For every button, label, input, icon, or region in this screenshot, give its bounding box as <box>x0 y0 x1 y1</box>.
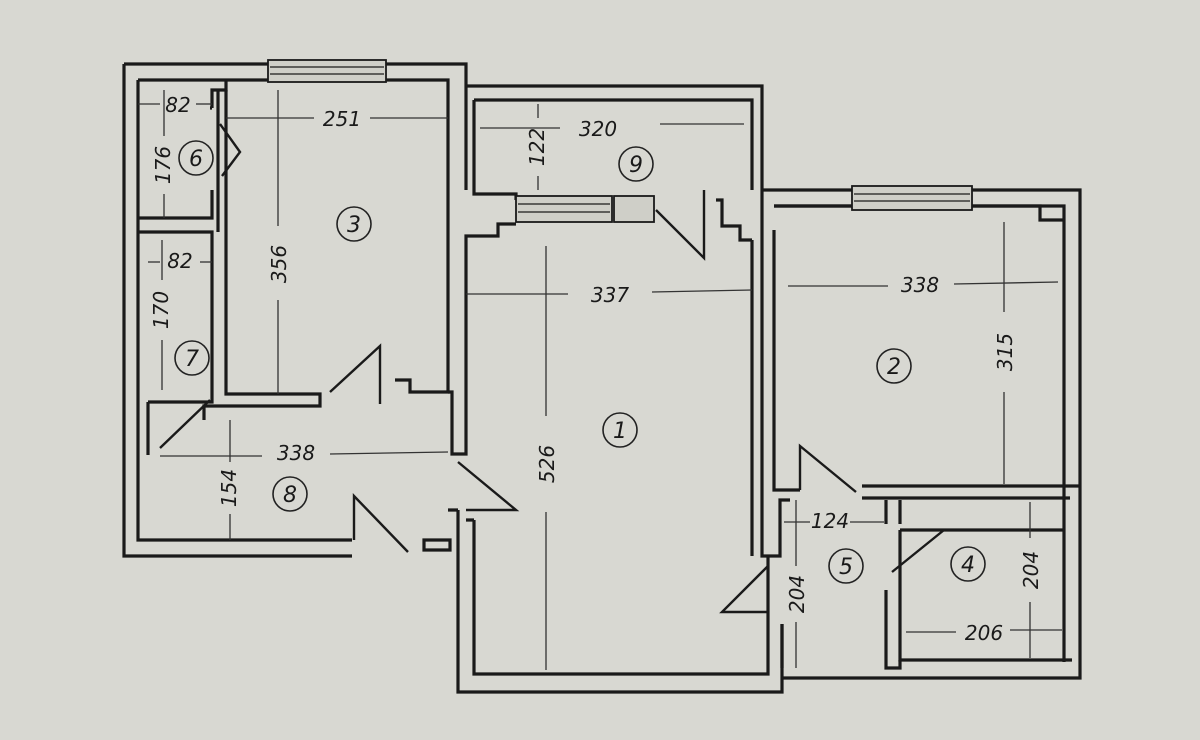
dim-room-5-length: 204 <box>785 575 809 613</box>
room-8-marker: 8 <box>272 476 308 512</box>
dim-room-4-length: 204 <box>1019 551 1043 589</box>
room-9-number: 9 <box>629 153 643 178</box>
room-7-marker: 7 <box>174 340 210 376</box>
room-3-marker: 3 <box>336 206 372 242</box>
room-2-inner-wall <box>772 204 1064 492</box>
entry-wall <box>422 538 452 552</box>
room-1-wall <box>448 508 784 694</box>
window-room-1 <box>515 195 655 223</box>
dim-room-4-width: 206 <box>965 621 1003 645</box>
doors <box>159 123 948 614</box>
door-room-1-hall <box>457 461 520 512</box>
dim-room-3-length: 356 <box>267 245 291 283</box>
window-room-3 <box>267 59 387 83</box>
room-1-right-wall <box>716 190 790 558</box>
room-9-marker: 9 <box>618 146 654 182</box>
room-4-number: 4 <box>961 553 975 578</box>
right-block-outer-wall <box>762 188 1082 680</box>
dim-room-6-length: 176 <box>151 146 175 184</box>
room-3-number: 3 <box>347 213 361 238</box>
door-room-4 <box>891 528 948 573</box>
door-room-9 <box>655 190 706 261</box>
door-room-2 <box>798 443 857 493</box>
room-2-marker: 2 <box>876 348 912 384</box>
dim-room-3-width: 251 <box>323 107 361 131</box>
window-room-2 <box>851 185 973 211</box>
bath-wall <box>766 500 902 670</box>
room-5-marker: 5 <box>828 548 864 584</box>
door-room-6 <box>219 123 242 177</box>
left-block-inner-wall <box>136 78 450 542</box>
dimension-lines <box>138 90 1062 670</box>
room-markers: 1 2 3 4 5 6 7 8 <box>174 140 986 584</box>
room-9-wall <box>466 84 764 200</box>
dim-room-2-width: 338 <box>901 273 939 297</box>
dim-room-9-length: 122 <box>525 128 549 166</box>
room-7-number: 7 <box>185 347 199 372</box>
dim-room-6-width: 82 <box>165 93 190 117</box>
door-room-3 <box>329 343 382 404</box>
walls <box>122 62 1082 694</box>
dim-room-1-width: 337 <box>591 283 629 307</box>
room-3-bottom-wall <box>202 90 322 420</box>
room-8-number: 8 <box>283 483 297 508</box>
dim-room-5-width: 124 <box>811 509 849 533</box>
door-room-8 <box>352 493 409 553</box>
room-2-bottom-wall <box>862 484 1080 500</box>
room-2-number: 2 <box>887 355 901 380</box>
door-room-5 <box>719 565 769 614</box>
room-6-marker: 6 <box>178 140 214 176</box>
room-6-number: 6 <box>189 147 203 172</box>
room-1-marker: 1 <box>602 412 638 448</box>
windows <box>267 59 973 223</box>
dim-room-7-length: 170 <box>149 291 173 329</box>
dim-room-7-width: 82 <box>167 249 192 273</box>
hall-right-wall <box>448 222 516 456</box>
dim-room-1-length: 526 <box>535 445 559 483</box>
left-block-outer-wall <box>122 62 468 558</box>
dim-room-8-width: 338 <box>277 441 315 465</box>
door-room-7 <box>159 399 211 449</box>
dimension-labels: 251 82 176 356 82 170 338 154 320 122 33… <box>149 93 1043 645</box>
room-1-number: 1 <box>613 419 627 444</box>
closet-7-wall <box>138 230 214 455</box>
room-4-marker: 4 <box>950 546 986 582</box>
dim-room-8-length: 154 <box>217 469 241 507</box>
dim-room-9-width: 320 <box>579 117 617 141</box>
room-5-number: 5 <box>839 555 853 580</box>
dim-room-2-length: 315 <box>993 333 1017 371</box>
